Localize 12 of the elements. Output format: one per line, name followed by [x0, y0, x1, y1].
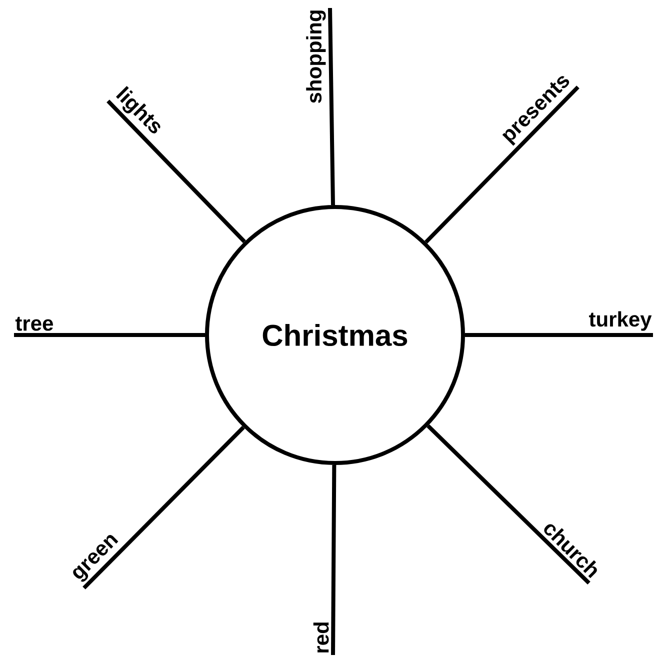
- spoke-word: shopping: [306, 10, 326, 103]
- spoke-line: [82, 426, 245, 590]
- spoke-word: red: [313, 622, 329, 652]
- spoke-line: [328, 8, 335, 206]
- spoke-line: [465, 333, 653, 337]
- spoke-word: tree: [15, 316, 53, 331]
- spoke-line: [424, 86, 580, 244]
- spoke-line: [14, 333, 205, 337]
- spoke-line: [426, 424, 590, 584]
- spoke-line: [106, 100, 246, 244]
- spoke-line: [331, 465, 336, 656]
- spoke-word: turkey: [589, 311, 652, 331]
